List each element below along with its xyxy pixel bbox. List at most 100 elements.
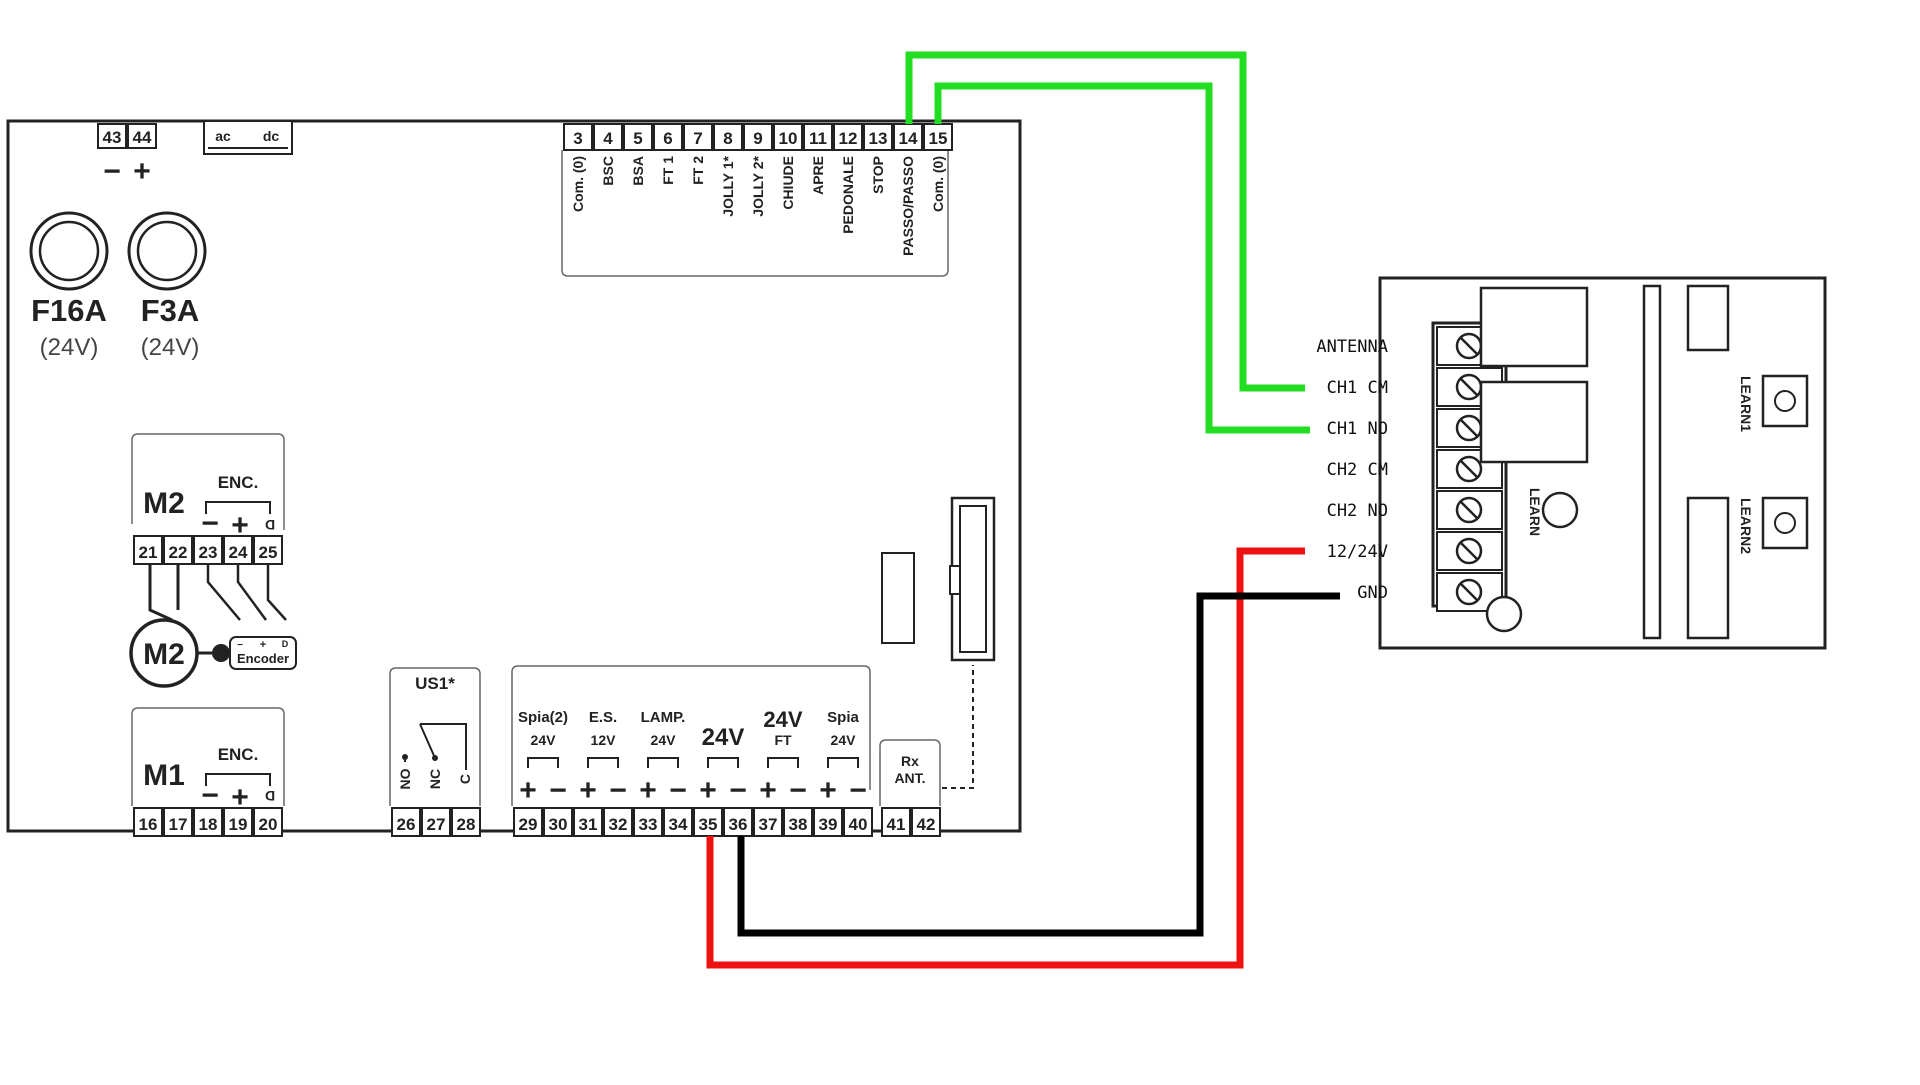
plus-sign: + [699, 774, 717, 807]
ac-label: ac [215, 128, 231, 144]
output-group-name: 24V [702, 724, 745, 751]
terminal-cell [843, 807, 873, 837]
plus-sign: + [639, 774, 657, 807]
output-group-name: 24V [763, 707, 802, 732]
terminal-22: 22 [169, 543, 188, 562]
terminal-4: 4 [603, 129, 613, 148]
svg-text:+: + [260, 639, 266, 651]
output-group-voltage: 12V [591, 732, 617, 748]
minus-sign: − [669, 774, 687, 807]
wire-36-to-gnd [737, 592, 1340, 937]
encoder-box [229, 636, 297, 670]
learn1-button[interactable] [1761, 374, 1809, 428]
terminal-cell [543, 807, 573, 837]
terminal-cell [593, 123, 623, 151]
fuse-f3a-voltage: (24V) [141, 334, 200, 361]
wire-15-to-ch1-no [934, 82, 1310, 434]
dc-label: dc [263, 128, 280, 144]
terminal-cell [193, 535, 223, 565]
terminal-38: 38 [789, 815, 808, 834]
input-label: CHIUDE [780, 156, 796, 210]
receiver-rail [1642, 284, 1662, 640]
relay-c: C [457, 774, 473, 784]
input-label: PEDONALE [840, 156, 856, 234]
motor2-symbol-label: M2 [143, 638, 185, 671]
terminal-35: 35 [699, 815, 718, 834]
input-label: JOLLY 1* [720, 155, 736, 216]
receiver-terminal-label: 12/24V [1327, 542, 1388, 562]
terminal-cell [783, 807, 813, 837]
plus-sign: + [519, 774, 537, 807]
terminal-cell [133, 535, 163, 565]
output-group-name: E.S. [589, 709, 617, 726]
terminal-5: 5 [633, 129, 642, 148]
terminal-cell [803, 123, 833, 151]
terminal-40: 40 [849, 815, 868, 834]
power-terminal-block: 43 44 − + [97, 123, 157, 188]
receiver-terminal-label: CH2 CM [1327, 460, 1388, 480]
input-label: FT 2 [690, 156, 706, 185]
motor2-shaft-icon [212, 644, 230, 662]
terminal-17: 17 [169, 815, 188, 834]
svg-text:D: D [282, 639, 289, 649]
terminal-28: 28 [457, 815, 476, 834]
terminal-cell [743, 123, 773, 151]
terminal-26: 26 [397, 815, 416, 834]
output-group-name: Spia [827, 709, 859, 726]
relay-ch1 [1479, 286, 1589, 368]
learn2-button[interactable] [1761, 496, 1809, 550]
learn-led-icon [1541, 491, 1579, 529]
learn1-label: LEARN1 [1738, 376, 1754, 432]
terminal-cell [723, 807, 753, 837]
control-board-outline [6, 119, 1022, 833]
input-label: BSC [600, 156, 616, 186]
input-label: BSA [630, 156, 646, 186]
terminal-42: 42 [917, 815, 936, 834]
minus-sign: − [609, 774, 627, 807]
fuse-f16a: F16A (24V) [29, 211, 109, 361]
motor1-enc-label: ENC. [218, 745, 259, 764]
terminal-13: 13 [869, 129, 888, 148]
terminal-cell [451, 807, 481, 837]
motor2-enc-d: D [265, 517, 275, 533]
terminal-cell [683, 123, 713, 151]
terminal-11: 11 [809, 129, 827, 148]
terminal-cell [753, 807, 783, 837]
input-label: Com. (0) [930, 156, 946, 212]
terminal-12: 12 [839, 129, 858, 148]
terminal-39: 39 [819, 815, 838, 834]
terminal-37: 37 [759, 815, 778, 834]
terminal-cell [253, 535, 283, 565]
terminal-30: 30 [549, 815, 568, 834]
terminal-36: 36 [729, 815, 748, 834]
motor1-enc-d: D [265, 788, 275, 804]
terminal-20: 20 [259, 815, 278, 834]
plus-sign: + [133, 155, 151, 188]
terminal-21: 21 [139, 543, 158, 562]
terminal-cell [633, 807, 663, 837]
terminal-cell [623, 123, 653, 151]
minus-sign: − [103, 155, 121, 188]
terminal-cell [563, 123, 593, 151]
terminal-19: 19 [229, 815, 248, 834]
motor2-enc-minus: − [201, 507, 219, 540]
plus-sign: + [759, 774, 777, 807]
motor2-enc-label: ENC. [218, 473, 259, 492]
output-group-name: Spia(2) [518, 709, 568, 726]
relay-label: US1* [415, 674, 455, 693]
fuse-f3a: F3A (24V) [127, 211, 207, 361]
terminal-cell [421, 807, 451, 837]
terminal-cell [911, 807, 941, 837]
input-label: STOP [870, 156, 886, 194]
terminal-cell [513, 807, 543, 837]
terminal-cell [391, 807, 421, 837]
ac-dc-connector: ac dc [203, 120, 293, 155]
minus-sign: − [549, 774, 567, 807]
learn2-label: LEARN2 [1738, 498, 1754, 554]
terminal-8: 8 [723, 129, 732, 148]
motor1-label: M1 [143, 759, 185, 792]
